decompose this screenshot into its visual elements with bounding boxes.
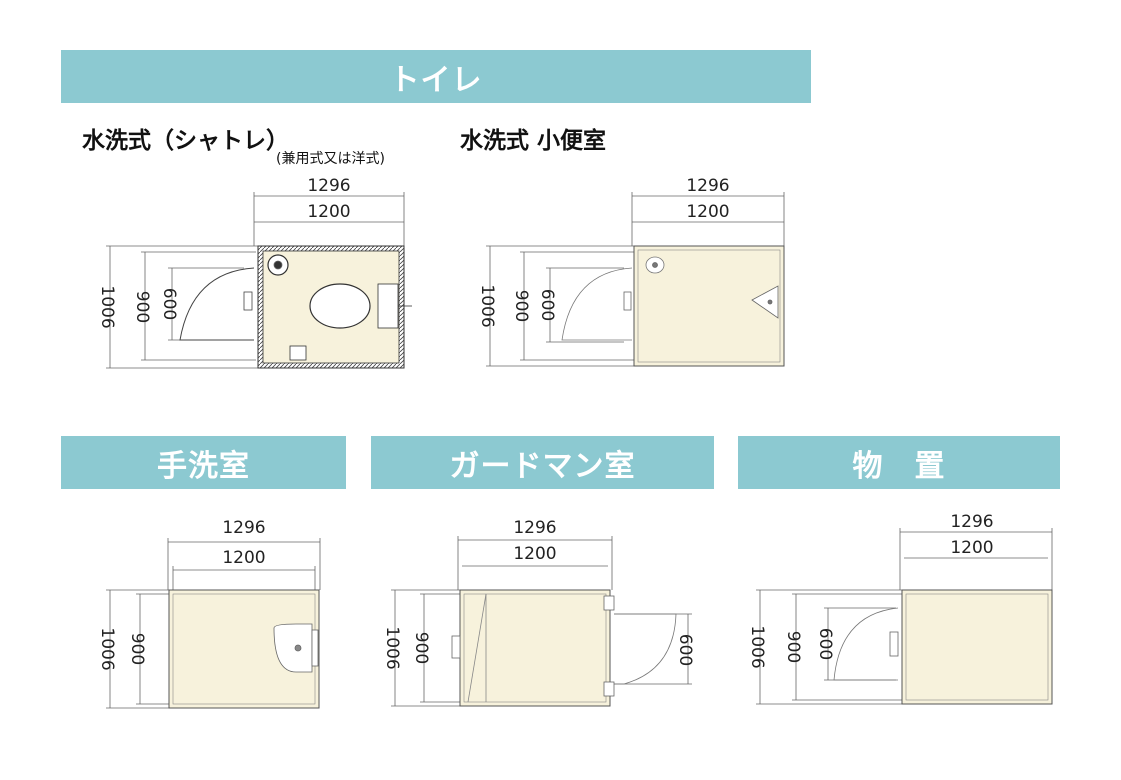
dim-urinal-outer-depth: 1006 <box>477 284 497 327</box>
section-band-toilet: トイレ <box>61 50 811 103</box>
dim-guardman-door: 600 <box>675 634 695 666</box>
unit-subtitle-toilet-flush: (兼用式又は洋式) <box>276 151 385 167</box>
dim-urinal-inner-depth: 900 <box>511 290 531 322</box>
dim-toilet-inner-width: 1200 <box>307 202 350 222</box>
section-title-storage: 物 置 <box>852 448 946 484</box>
section-title-handwash: 手洗室 <box>157 448 250 484</box>
section-title-toilet: トイレ <box>389 62 483 98</box>
dim-urinal-door: 600 <box>537 289 557 321</box>
section-band-storage: 物 置 <box>738 436 1060 489</box>
dim-urinal-outer-width: 1296 <box>686 176 729 196</box>
unit-title-toilet-flush: 水洗式（シャトレ） <box>82 128 289 154</box>
dim-handwash-outer-width: 1296 <box>222 518 265 538</box>
dim-guardman-outer-width: 1296 <box>513 518 556 538</box>
section-band-handwash: 手洗室 <box>61 436 346 489</box>
plan-urinal <box>486 192 785 367</box>
dim-toilet-inner-depth: 900 <box>132 291 152 323</box>
dim-handwash-outer-depth: 1006 <box>97 627 117 670</box>
section-title-guardman: ガードマン室 <box>449 448 636 484</box>
dim-storage-door: 600 <box>815 628 835 660</box>
unit-title-urinal: 水洗式 小便室 <box>460 128 607 154</box>
dim-toilet-door: 600 <box>159 288 179 320</box>
dim-storage-outer-depth: 1006 <box>747 625 767 668</box>
dim-guardman-outer-depth: 1006 <box>382 626 402 669</box>
dim-storage-inner-width: 1200 <box>950 538 993 558</box>
dim-guardman-inner-width: 1200 <box>513 544 556 564</box>
plan-storage <box>756 528 1053 705</box>
dim-guardman-inner-depth: 900 <box>411 632 431 664</box>
dim-storage-outer-width: 1296 <box>950 512 993 532</box>
dim-storage-inner-depth: 900 <box>783 631 803 663</box>
dim-toilet-outer-width: 1296 <box>307 176 350 196</box>
dim-handwash-inner-width: 1200 <box>222 548 265 568</box>
plan-guardman <box>391 536 692 707</box>
dim-toilet-outer-depth: 1006 <box>97 285 117 328</box>
plan-handwash <box>106 538 321 709</box>
section-band-guardman: ガードマン室 <box>371 436 714 489</box>
dim-handwash-inner-depth: 900 <box>127 633 147 665</box>
plan-toilet-flush <box>106 192 412 369</box>
dim-urinal-inner-width: 1200 <box>686 202 729 222</box>
